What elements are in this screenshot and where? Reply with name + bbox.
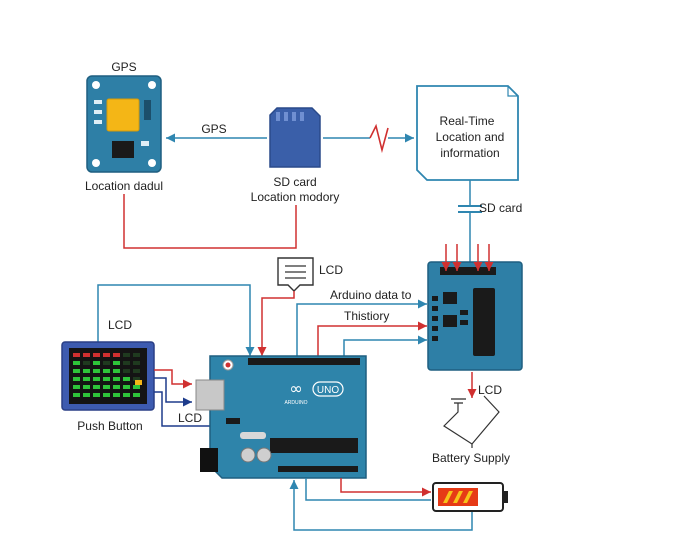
led-cell — [93, 353, 100, 357]
gps-module-top-label: GPS — [111, 60, 136, 74]
lcd-left-loop-wire — [97, 284, 255, 356]
arduino-battery-red-wire — [340, 478, 431, 497]
led-cell — [73, 369, 80, 373]
led-cell — [103, 369, 110, 373]
led-cell — [103, 377, 110, 381]
led-cell — [123, 377, 130, 381]
led-cell — [73, 385, 80, 389]
led-cell — [133, 385, 140, 389]
led-cell — [103, 361, 110, 365]
led-cell — [93, 377, 100, 381]
wireless-zigzag-icon — [369, 123, 389, 154]
led-cell — [113, 361, 120, 365]
sd-card-icon — [269, 107, 321, 168]
led-cell — [83, 377, 90, 381]
led-cell — [133, 369, 140, 373]
arduino-battery-blue-wire-1 — [305, 478, 431, 501]
led-cell — [133, 353, 140, 357]
gps-arrow-label: GPS — [201, 122, 226, 136]
led-cell — [73, 377, 80, 381]
realtime-box-line1: Real-Time — [440, 114, 495, 128]
led-cell — [123, 385, 130, 389]
lcd-to-arduino-red-wire — [257, 291, 295, 356]
lcd-left-label: LCD — [108, 318, 132, 332]
microcontroller-chip — [270, 438, 358, 453]
led-cell — [123, 369, 130, 373]
push-button-display — [61, 341, 155, 411]
arduino-brand-label: ARDUINO — [284, 400, 307, 406]
led-cell — [73, 353, 80, 357]
sd-card-label-line2: Location modory — [251, 190, 340, 204]
led-cell — [123, 361, 130, 365]
led-cell — [93, 361, 100, 365]
led-cell — [113, 353, 120, 357]
led-cell — [103, 385, 110, 389]
usb-port-icon — [195, 379, 225, 411]
arduino-return-blue-wire — [343, 335, 427, 356]
led-cell — [113, 377, 120, 381]
led-cell — [103, 393, 110, 397]
lcd-top-label: LCD — [319, 263, 343, 277]
arduino-logo-icon: ∞ — [289, 379, 302, 398]
led-cell — [93, 369, 100, 373]
arduino-data-label-line2: Thistiory — [344, 309, 389, 323]
led-cell — [133, 361, 140, 365]
led-cell — [83, 393, 90, 397]
gps-sd-red-wire — [123, 194, 297, 249]
led-cell — [133, 377, 140, 381]
led-indicator — [135, 380, 142, 385]
arduino-model-label: UNO — [317, 385, 339, 396]
led-cell — [113, 393, 120, 397]
battery-icon — [432, 482, 508, 512]
led-cell — [123, 353, 130, 357]
sd-card-link-label: SD card — [479, 201, 522, 215]
lcd-display-icon — [277, 257, 314, 292]
realtime-box-line3: information — [440, 146, 499, 160]
gps-module — [86, 75, 162, 173]
led-cell — [103, 353, 110, 357]
battery-return-blue-wire — [289, 480, 473, 531]
led-cell — [73, 393, 80, 397]
power-jack-icon — [200, 448, 218, 472]
lcd-connector-label: LCD — [178, 411, 202, 425]
button-navy-wire-1 — [154, 377, 192, 407]
battery-supply-label: Battery Supply — [432, 451, 510, 465]
data-logger-module — [427, 244, 523, 371]
led-cell — [93, 385, 100, 389]
led-cell — [113, 369, 120, 373]
sd-card-label-line1: SD card — [273, 175, 316, 189]
led-cell — [83, 369, 90, 373]
uno-badge — [312, 381, 344, 397]
gps-module-bottom-label: Location dadul — [85, 179, 163, 193]
arduino-uno-board — [195, 355, 367, 479]
realtime-box-line2: Location and — [436, 130, 505, 144]
arduino-data-label-line1: Arduino data to — [330, 288, 412, 302]
push-button-label: Push Button — [77, 419, 142, 433]
led-cell — [73, 361, 80, 365]
lcd-right-label: LCD — [478, 383, 502, 397]
led-cell — [113, 385, 120, 389]
button-navy-wire-2 — [154, 391, 212, 427]
led-cell — [93, 393, 100, 397]
led-cell — [83, 385, 90, 389]
led-cell — [83, 361, 90, 365]
led-cell — [123, 393, 130, 397]
arduino-data-blue-wire — [296, 299, 427, 356]
led-cell — [83, 353, 90, 357]
button-red-wire — [154, 369, 192, 389]
arduino-history-red-wire — [317, 321, 427, 356]
diode-bridge-icon — [443, 395, 500, 448]
led-cell — [133, 393, 140, 397]
led-matrix — [73, 353, 142, 397]
